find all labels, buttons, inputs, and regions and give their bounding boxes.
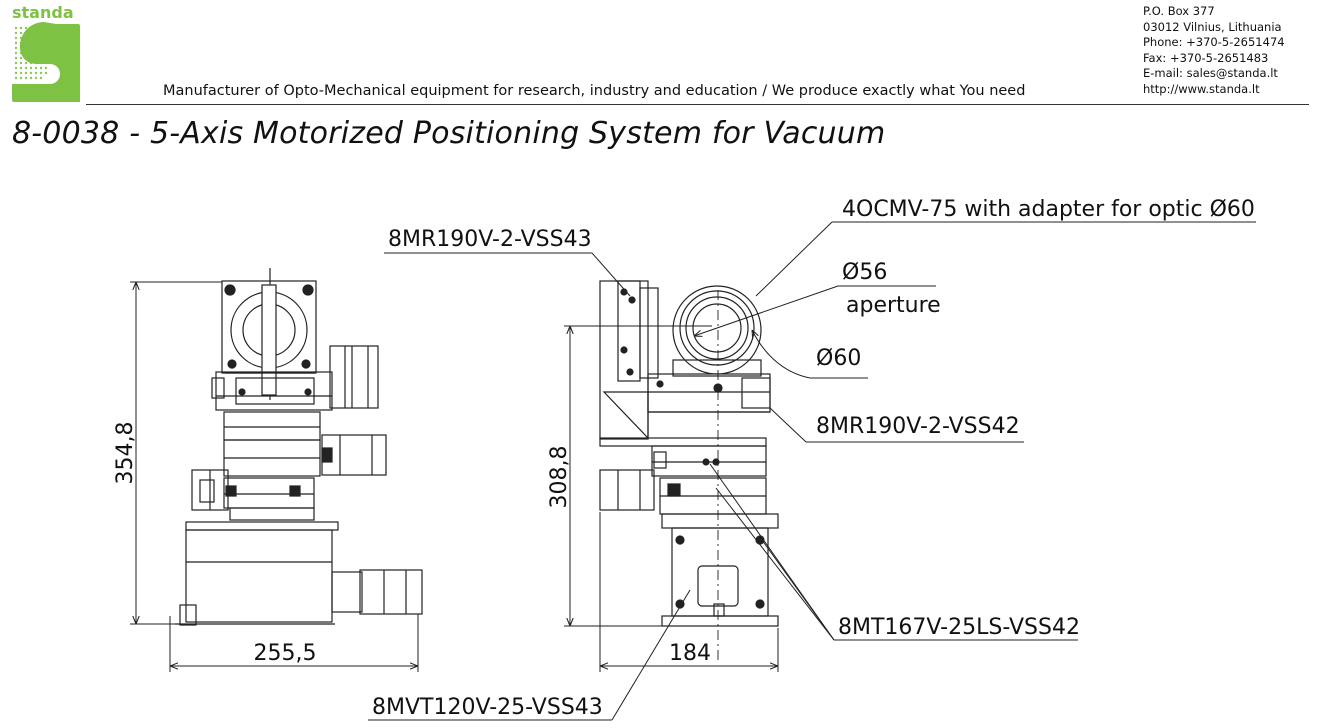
- translation-stages-callout: [709, 463, 1078, 641]
- optic-diameter-label: Ø60: [816, 346, 861, 371]
- rotation-stage-top-callout: [384, 252, 631, 297]
- logo-wordmark: standa: [12, 4, 74, 22]
- translation-stages-label: 8MT167V-25LS-VSS42: [838, 615, 1080, 640]
- contact-line-website[interactable]: http://www.standa.lt: [1143, 81, 1260, 96]
- front-view: [175, 268, 423, 626]
- mirror-mount-label: 4OCMV-75 with adapter for optic Ø60: [842, 197, 1255, 222]
- contact-line-email[interactable]: E-mail: sales@standa.lt: [1143, 66, 1278, 81]
- side-height-label: 308,8: [547, 446, 572, 509]
- side-view: [599, 280, 779, 660]
- contact-block: P.O. Box 377 03012 Vilnius, Lithuania Ph…: [1143, 4, 1285, 98]
- front-height-label: 354,8: [113, 422, 138, 485]
- mirror-mount-callout: [755, 221, 1256, 297]
- side-width-label: 184: [669, 641, 711, 666]
- aperture-word-label: aperture: [846, 293, 941, 318]
- rotation-stage-top-label: 8MR190V-2-VSS43: [388, 227, 592, 252]
- standa-logo: standa: [12, 3, 82, 102]
- contact-line-fax: Fax: +370-5-2651483: [1143, 50, 1269, 65]
- contact-line-address: 03012 Vilnius, Lithuania: [1143, 19, 1282, 34]
- contact-line-phone: Phone: +370-5-2651474: [1143, 35, 1285, 50]
- front-height-dimension: [130, 281, 222, 625]
- company-tagline: Manufacturer of Opto-Mechanical equipmen…: [163, 83, 1026, 99]
- side-width-dimension: [599, 512, 779, 672]
- aperture-callout: [694, 285, 936, 336]
- side-height-dimension: [564, 325, 712, 627]
- page-title: 8-0038 - 5-Axis Motorized Positioning Sy…: [12, 116, 886, 151]
- vertical-stage-label: 8MVT120V-25-VSS43: [372, 695, 603, 720]
- rotation-stage-mid-callout: [769, 407, 1024, 443]
- rotation-stage-mid-label: 8MR190V-2-VSS42: [816, 414, 1020, 439]
- contact-line-po-box: P.O. Box 377: [1143, 4, 1215, 18]
- front-width-dimension: [169, 614, 419, 672]
- header-divider: [86, 104, 1309, 105]
- optic-diameter-callout: [752, 330, 868, 379]
- vertical-stage-callout: [368, 589, 691, 721]
- aperture-diameter-label: Ø56: [842, 260, 887, 285]
- front-width-label: 255,5: [254, 641, 317, 666]
